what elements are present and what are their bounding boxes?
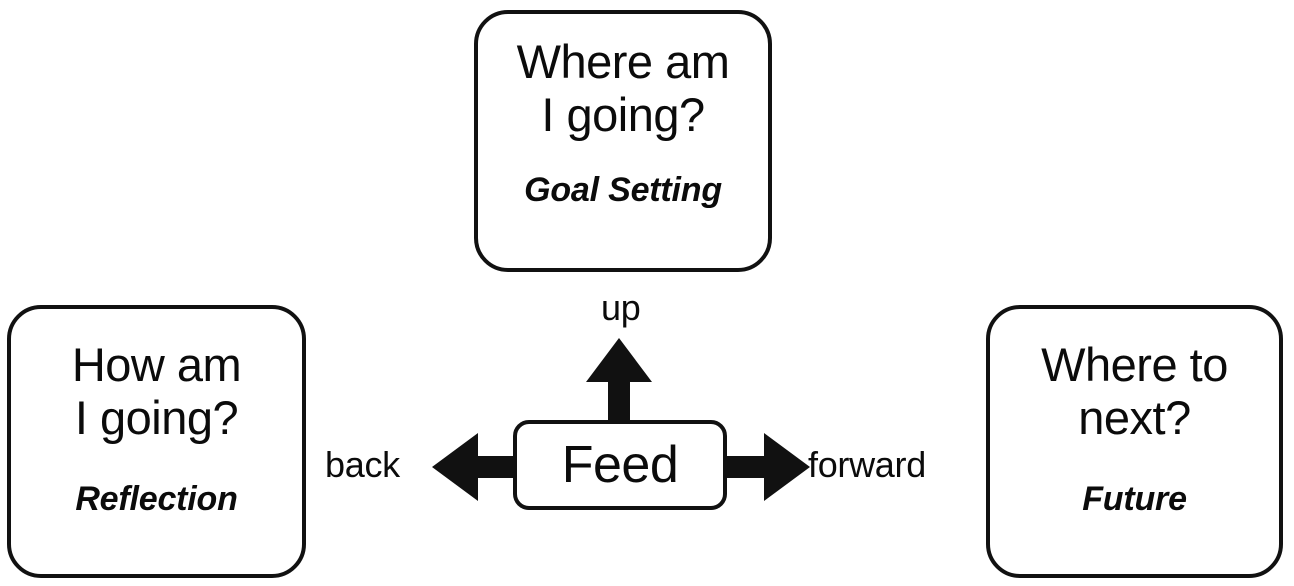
arrow-right-icon xyxy=(720,433,810,501)
box-left-question: How am I going? xyxy=(71,338,242,444)
box-how-am-i-going: How am I going? Reflection xyxy=(7,305,306,578)
label-up: up xyxy=(601,287,641,328)
box-feed: Feed xyxy=(513,420,727,510)
label-forward: forward xyxy=(808,444,926,485)
box-where-to-next: Where to next? Future xyxy=(986,305,1283,578)
box-top-question: Where am I going? xyxy=(516,35,730,141)
box-right-subtitle: Future xyxy=(1082,480,1187,519)
label-back: back xyxy=(325,444,400,485)
feed-label: Feed xyxy=(561,436,679,494)
box-where-am-i-going: Where am I going? Goal Setting xyxy=(474,10,772,272)
arrow-left-icon xyxy=(432,433,522,501)
arrow-up-icon xyxy=(586,338,652,428)
box-left-subtitle: Reflection xyxy=(75,480,238,519)
box-top-subtitle: Goal Setting xyxy=(524,171,722,210)
box-right-question: Where to next? xyxy=(1041,338,1228,444)
